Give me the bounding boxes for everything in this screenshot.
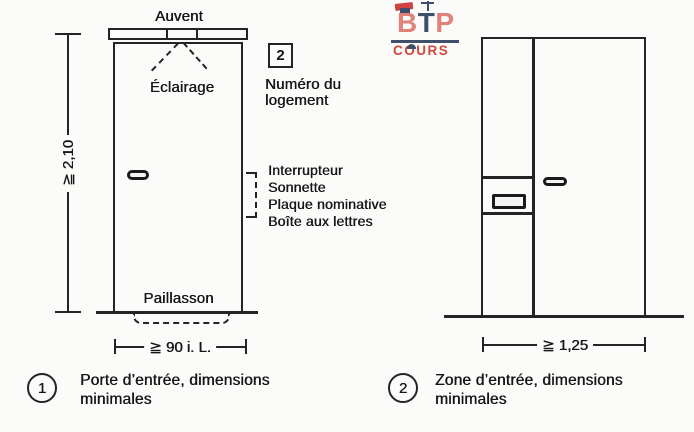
crane-arm-icon <box>421 2 434 4</box>
zone-dimension-label: ≧ 1,25 <box>537 336 593 354</box>
equipment-label-boite: Boîte aux lettres <box>268 213 373 229</box>
zone-dim-tick-right <box>644 337 646 352</box>
door-threshold-line <box>96 311 258 314</box>
awning-divider-left <box>166 30 168 38</box>
awning-bar <box>108 28 248 40</box>
equipment-label-interrupteur: Interrupteur <box>268 162 343 178</box>
logo-letter-b: B <box>397 7 418 38</box>
auvent-label: Auvent <box>155 8 203 25</box>
width-dim-tick-left <box>114 339 116 354</box>
door-number: 2 <box>276 47 285 64</box>
caption-1-line1: Porte d’entrée, dimensions <box>80 372 270 389</box>
caption-2-line2: minimales <box>435 391 507 408</box>
equipment-label-sonnette: Sonnette <box>268 179 326 195</box>
logo-letter-t: T <box>417 7 436 38</box>
logo-cours-text: COURS <box>393 43 450 58</box>
width-dimension-label: ≧ 90 i. L. <box>144 338 216 356</box>
caption-2-line1: Zone d’entrée, dimensions <box>435 372 623 389</box>
caption-1-number-circle: 1 <box>27 373 57 403</box>
ground-line <box>444 315 684 318</box>
caption-1-line2: minimales <box>80 391 152 408</box>
caption-2-number-circle: 2 <box>388 373 418 403</box>
graduation-cap-base <box>400 8 410 14</box>
door-number-box: 2 <box>268 43 293 68</box>
logo-divider-rule <box>391 40 459 43</box>
zone-dim-tick-left <box>482 337 484 352</box>
doormat-dashed-outline <box>133 314 230 324</box>
height-dim-line-upper <box>67 34 69 135</box>
caption-1-number: 1 <box>37 379 47 397</box>
letterbox-panel-top-line <box>481 176 534 179</box>
awning-divider-right <box>196 30 198 38</box>
equipment-bracket <box>246 172 257 218</box>
letterbox-slot <box>492 194 526 209</box>
door-outline <box>113 42 243 314</box>
width-dim-tick-right <box>245 339 247 354</box>
door-number-caption-line2: logement <box>265 92 329 109</box>
hard-hat-icon <box>407 44 416 49</box>
logo-letter-p: P <box>435 7 455 38</box>
door-handle-left <box>127 170 149 180</box>
letterbox-panel-bottom-line <box>481 212 534 215</box>
logo-letters: BTP <box>397 8 455 38</box>
eclairage-label: Éclairage <box>149 79 215 96</box>
paillasson-label: Paillasson <box>143 290 214 307</box>
crane-mast-icon <box>427 1 429 11</box>
btp-cours-logo: BTP COURS <box>390 1 464 58</box>
door-handle-right <box>543 177 567 186</box>
height-dimension-label: ≧ 2,10 <box>60 140 77 186</box>
caption-2-number: 2 <box>398 379 408 397</box>
equipment-label-plaque: Plaque nominative <box>268 196 387 212</box>
height-dim-tick-top <box>55 33 81 35</box>
height-dim-line-lower <box>67 192 69 312</box>
door-number-caption-line1: Numéro du <box>265 76 342 93</box>
height-dim-tick-bottom <box>55 311 81 313</box>
